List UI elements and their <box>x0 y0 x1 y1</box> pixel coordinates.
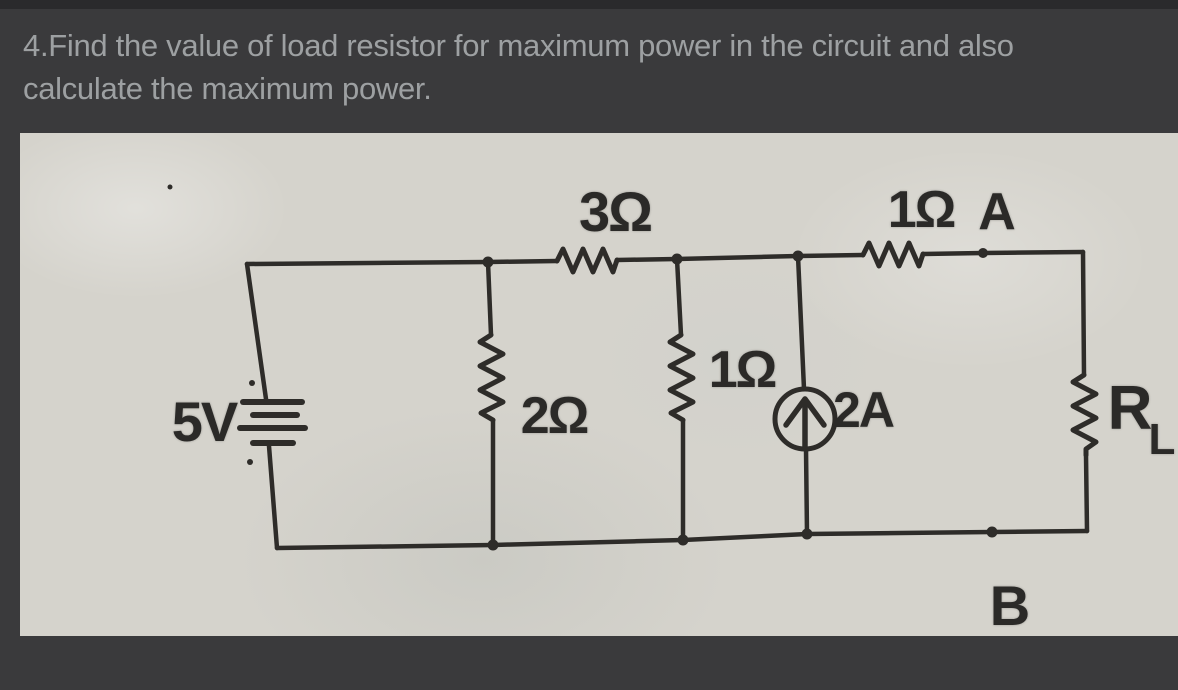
node-dot <box>487 539 499 551</box>
resistor-load-icon <box>1070 372 1099 458</box>
label-load-resistor: R <box>1107 374 1153 443</box>
label-resistor-1ohm-top: 1Ω <box>887 181 957 239</box>
right-wire-lower <box>1083 452 1090 534</box>
current-source-icon <box>772 386 838 452</box>
question-line-1: 4.Find the value of load resistor for ma… <box>23 28 1014 63</box>
label-terminal-b: B <box>989 574 1030 637</box>
right-wire-upper <box>1080 249 1087 378</box>
current-source-arrow <box>783 396 827 450</box>
battery-polarity-dot-bottom <box>247 459 253 465</box>
node-dot <box>677 534 689 546</box>
node-b-dot <box>986 526 998 538</box>
paper-speck <box>167 184 173 190</box>
battery-polarity-dot-top <box>249 380 255 386</box>
label-resistor-1ohm-mid: 1Ω <box>708 341 778 399</box>
label-terminal-a: A <box>978 183 1016 241</box>
circuit-wires <box>244 249 1090 551</box>
source-wire-lower <box>803 446 810 537</box>
top-wire-left <box>244 258 560 267</box>
junction-dots <box>167 184 998 551</box>
node-dot <box>482 256 494 268</box>
resistor-3ohm-icon <box>554 246 620 275</box>
resistor-1ohm-mid-icon <box>667 332 696 423</box>
shunt2-wire-upper <box>485 259 494 338</box>
top-wire-right <box>920 249 1086 257</box>
shunt1-wire-upper <box>674 256 684 338</box>
resistor-symbols <box>477 240 1099 458</box>
top-wire-mid <box>614 252 866 263</box>
node-dot <box>792 250 804 262</box>
label-voltage-source-5v: 5V <box>171 390 238 453</box>
resistor-2ohm-icon <box>477 332 506 423</box>
resistor-1ohm-top-icon <box>860 240 926 269</box>
question-line-2: calculate the maximum power. <box>23 71 432 106</box>
battery-icon <box>237 399 308 446</box>
node-a-dot <box>978 248 988 258</box>
label-load-resistor-subscript: L <box>1148 415 1176 464</box>
circuit-photo: 3Ω 1Ω A 2Ω 1Ω 2A R L B 5V <box>20 133 1178 636</box>
source-wire-upper <box>795 253 807 392</box>
top-strip <box>0 0 1178 9</box>
label-resistor-2ohm: 2Ω <box>520 387 590 445</box>
label-current-source-2a: 2A <box>833 382 895 438</box>
question-text: 4.Find the value of load resistor for ma… <box>23 24 1163 110</box>
left-wire-upper <box>244 261 269 402</box>
node-dot <box>801 528 813 540</box>
bottom-wire <box>274 528 1090 551</box>
left-wire-lower <box>266 443 280 551</box>
circuit-diagram <box>167 184 1099 551</box>
label-resistor-3ohm: 3Ω <box>578 180 653 243</box>
node-dot <box>671 253 683 265</box>
